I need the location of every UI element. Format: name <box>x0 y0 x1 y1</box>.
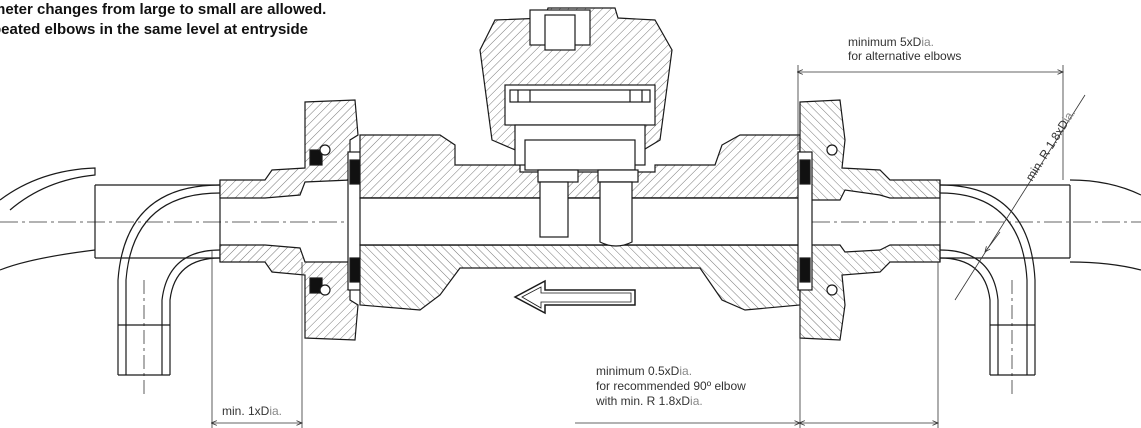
sensor-head <box>479 7 673 247</box>
dim-recommended-elbow-label: for recommended 90º elbow <box>596 379 746 393</box>
dim-0-5xdia-label: minimum 0.5xDia. <box>596 364 692 378</box>
flow-direction-arrow <box>513 279 636 315</box>
right-union-nut <box>797 99 941 341</box>
dim-1xdia-label: min. 1xDia. <box>222 404 282 418</box>
installation-note: meter changes from large to small are al… <box>0 0 326 40</box>
left-elbow <box>0 167 221 395</box>
dim-5xdia-label: minimum 5xDia. <box>848 35 934 49</box>
left-union-nut <box>219 99 363 341</box>
meter-body <box>359 134 801 315</box>
note-line-2: peated elbows in the same level at entry… <box>0 21 308 38</box>
note-line-1: meter changes from large to small are al… <box>0 1 327 18</box>
dim-min-radius-label: with min. R 1.8xDia. <box>595 394 703 408</box>
dim-radius-label: min. R 1.8xDia. <box>1023 107 1078 184</box>
dim-alternative-elbows-label: for alternative elbows <box>848 49 961 63</box>
dimension-lines <box>212 65 1086 428</box>
right-elbow <box>939 179 1141 395</box>
